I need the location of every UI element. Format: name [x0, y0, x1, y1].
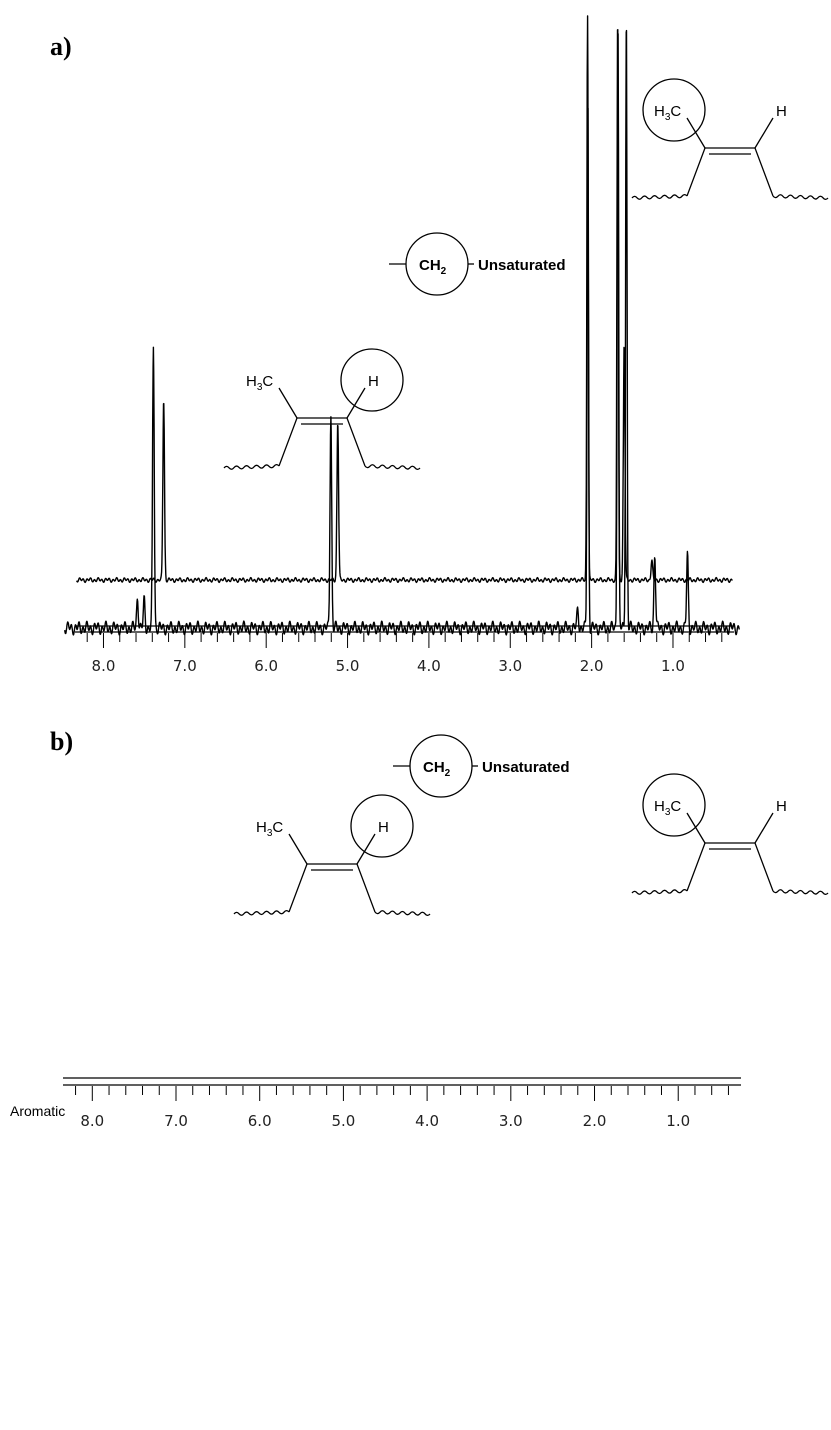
methyl-structure-a-highlight-circle [642, 78, 706, 142]
aromatic-label: Aromatic [10, 1103, 65, 1119]
vinyl-h-structure-a-bond-methyl [278, 387, 298, 419]
x-tick-label: 2.0 [580, 657, 604, 675]
x-tick-label: 1.0 [661, 657, 685, 675]
panel-label-b: b) [50, 727, 73, 756]
spectrum-trace-b [64, 29, 740, 636]
methylene-a-label: CH2 [419, 257, 447, 277]
vinyl-h-structure-a-wavy-chain-right [364, 464, 421, 471]
methyl-structure-b-bond-chain-right [754, 842, 774, 892]
panel-label-a: a) [50, 32, 72, 61]
methyl-structure-a-bond-methyl [686, 117, 706, 149]
vinyl-h-structure-a-methyl-label: H3C [246, 373, 273, 393]
vinyl-h-structure-a-wavy-chain-left [223, 463, 280, 470]
x-tick-label: 2.0 [583, 1112, 607, 1130]
x-tick-label: 5.0 [331, 1112, 355, 1130]
vinyl-h-structure-b-hydrogen-label: H [378, 819, 389, 836]
methyl-structure-a-bond-chain-left [686, 147, 706, 197]
methyl-structure-b-bond-hydrogen [754, 812, 774, 844]
methyl-structure-b-bond-chain-left [686, 842, 706, 892]
x-tick-label: 8.0 [92, 657, 116, 675]
vinyl-h-structure-a-bond-chain-left [278, 417, 298, 467]
vinyl-h-structure-b-methyl-label: H3C [256, 819, 283, 839]
methylene-b-suffix: Unsaturated [482, 759, 570, 776]
x-tick-label: 3.0 [499, 1112, 523, 1130]
vinyl-h-structure-a-bond-hydrogen [346, 387, 366, 419]
methyl-structure-b-methyl-label: H3C [654, 798, 681, 818]
x-tick-label: 7.0 [173, 657, 197, 675]
x-tick-label: 7.0 [164, 1112, 188, 1130]
methyl-structure-b-hydrogen-label: H [776, 798, 787, 815]
methyl-structure-a-wavy-chain-left [631, 193, 688, 200]
vinyl-h-structure-a-highlight-circle [340, 348, 404, 412]
methylene-b-label: CH2 [423, 759, 451, 779]
vinyl-h-structure-b-bond-chain-right [356, 863, 376, 913]
methyl-structure-a-wavy-chain-right [772, 194, 829, 201]
panel-a: a) 8.0 7.0 6.0 5.0 4.0 3.0 2.0 1.0 CH2 Unsaturated… [50, 15, 829, 675]
vinyl-h-structure-b-highlight-circle [350, 794, 414, 858]
x-tick-label: 8.0 [80, 1112, 104, 1130]
vinyl-h-structure-a-bond-chain-right [346, 417, 366, 467]
methyl-structure-b-wavy-chain-right [772, 889, 829, 896]
methyl-structure-a-bond-chain-right [754, 147, 774, 197]
vinyl-h-structure-b-wavy-chain-right [374, 910, 431, 917]
methyl-structure-a-hydrogen-label: H [776, 103, 787, 120]
x-tick-label: 6.0 [254, 657, 278, 675]
x-tick-label: 6.0 [248, 1112, 272, 1130]
vinyl-h-structure-b-bond-chain-left [288, 863, 308, 913]
spectrum-trace-a [75, 15, 733, 584]
x-tick-label: 3.0 [498, 657, 522, 675]
vinyl-h-structure-b-bond-hydrogen [356, 833, 376, 865]
vinyl-h-structure-b-wavy-chain-left [233, 909, 290, 916]
x-tick-label: 4.0 [417, 657, 441, 675]
methyl-structure-a-methyl-label: H3C [654, 103, 681, 123]
x-tick-label: 1.0 [666, 1112, 690, 1130]
methylene-a-suffix: Unsaturated [478, 257, 566, 274]
vinyl-h-structure-a-hydrogen-label: H [368, 373, 379, 390]
methyl-structure-b-wavy-chain-left [631, 888, 688, 895]
x-tick-label: 4.0 [415, 1112, 439, 1130]
methyl-structure-b-bond-methyl [686, 812, 706, 844]
x-tick-label: 5.0 [336, 657, 360, 675]
vinyl-h-structure-b-bond-methyl [288, 833, 308, 865]
methyl-structure-b-highlight-circle [642, 773, 706, 837]
methylene-b-highlight-circle [409, 734, 473, 798]
methyl-structure-a-bond-hydrogen [754, 117, 774, 149]
methylene-a-highlight-circle [405, 232, 469, 296]
